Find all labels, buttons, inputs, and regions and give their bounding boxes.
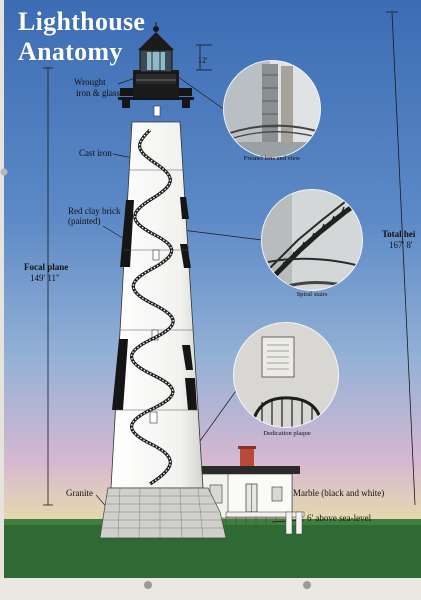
spiral-staircase <box>130 128 175 486</box>
mounting-screw-right-icon <box>303 581 311 589</box>
poster-bottom-margin <box>0 578 421 600</box>
lantern-height-value: 12' <box>198 56 208 65</box>
poster-title-line-1: Lighthouse <box>18 7 146 36</box>
caption-fresnel-lens: Fresnel lens and view <box>243 155 301 162</box>
label-sea-level: 6' above sea-level <box>307 513 372 523</box>
label-wrought-iron-line-2: iron & glass <box>76 88 120 98</box>
spiral-stairs-photo <box>261 189 363 291</box>
focal-plane-value: 149' 11" <box>30 273 60 283</box>
poster-title-line-2: Anatomy <box>18 37 123 66</box>
caption-dedication-plaque: Dedication plaque <box>263 430 311 437</box>
total-height-label: Total hei <box>382 229 416 239</box>
label-marble: Marble (black and white) <box>293 488 385 498</box>
label-red-clay-brick-line-2: (painted) <box>68 216 101 226</box>
label-cast-iron: Cast iron <box>79 148 112 158</box>
granite-base <box>99 487 227 539</box>
dedication-plaque-photo <box>233 322 339 428</box>
label-wrought-iron-line-1: Wrought <box>74 77 106 87</box>
caption-spiral-stairs: Spiral stairs <box>296 291 328 298</box>
focal-plane-label: Focal plane <box>24 262 69 272</box>
mounting-screw-side-icon <box>0 168 8 176</box>
label-granite: Granite <box>66 488 93 498</box>
fresnel-lens-photo <box>223 60 321 158</box>
lantern-room <box>118 22 194 108</box>
label-red-clay-brick-line-1: Red clay brick <box>68 206 121 216</box>
dimension-lines <box>43 11 416 506</box>
mounting-screw-left-icon <box>144 581 152 589</box>
total-height-value: 167' 8' <box>389 240 413 250</box>
total-height-dimension-line <box>391 11 416 506</box>
